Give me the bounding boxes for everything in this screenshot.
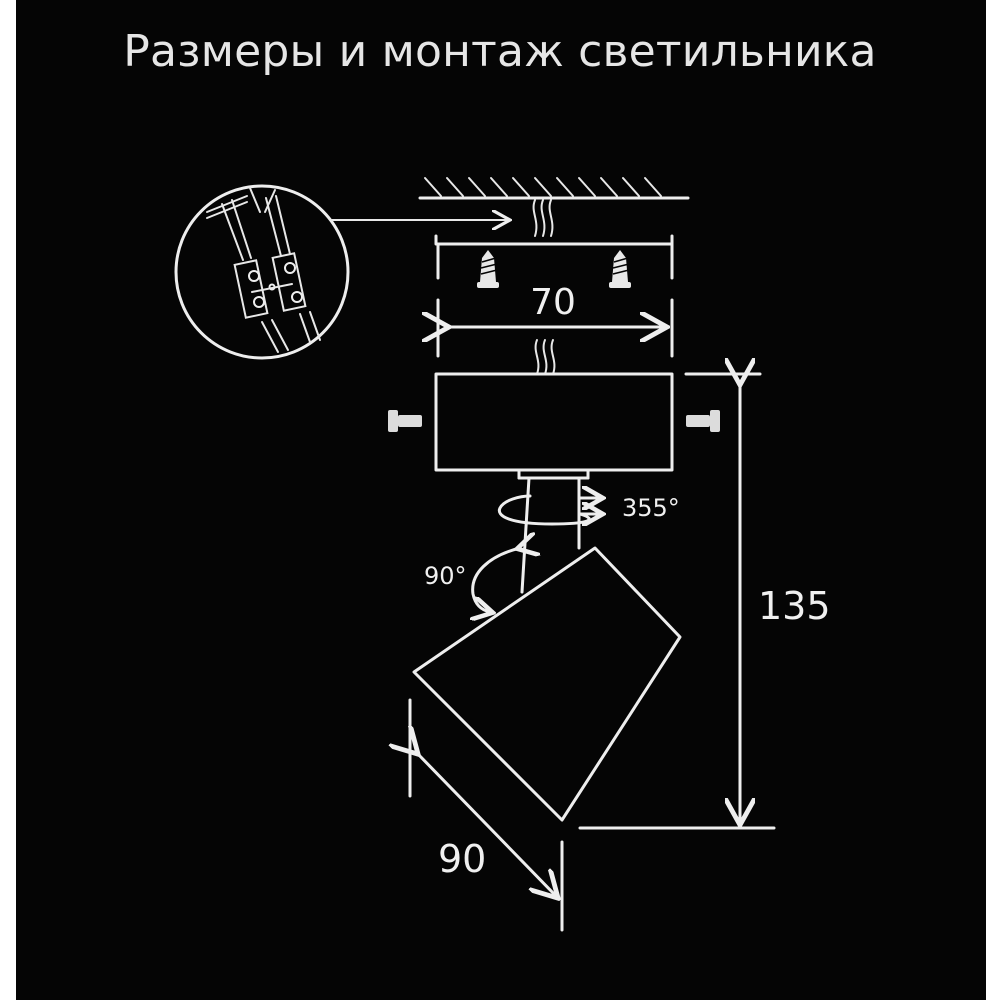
width-dimension: 70	[446, 282, 664, 327]
rotation-arrow: 355°	[497, 494, 680, 524]
width-label: 70	[530, 282, 576, 323]
ceiling	[418, 177, 690, 200]
terminal-block-zoom	[174, 184, 508, 360]
page-title: Размеры и монтаж светильника	[123, 26, 877, 77]
height-label: 135	[758, 584, 831, 628]
mounting-plate	[434, 234, 674, 358]
head-label: 90	[438, 837, 486, 881]
height-dimension: 135	[578, 374, 831, 830]
screw-icon	[609, 250, 631, 288]
screw-icon	[477, 250, 499, 288]
mount-body	[434, 372, 674, 480]
tilt-label: 90°	[424, 562, 467, 590]
body-wires	[534, 339, 556, 375]
head-dimension: 90	[410, 698, 564, 932]
tilt-arrow: 90°	[424, 548, 520, 612]
rotation-label: 355°	[622, 494, 680, 522]
ceiling-wires	[532, 199, 554, 237]
side-screw-icon	[388, 410, 422, 432]
side-screw-icon	[686, 410, 720, 432]
